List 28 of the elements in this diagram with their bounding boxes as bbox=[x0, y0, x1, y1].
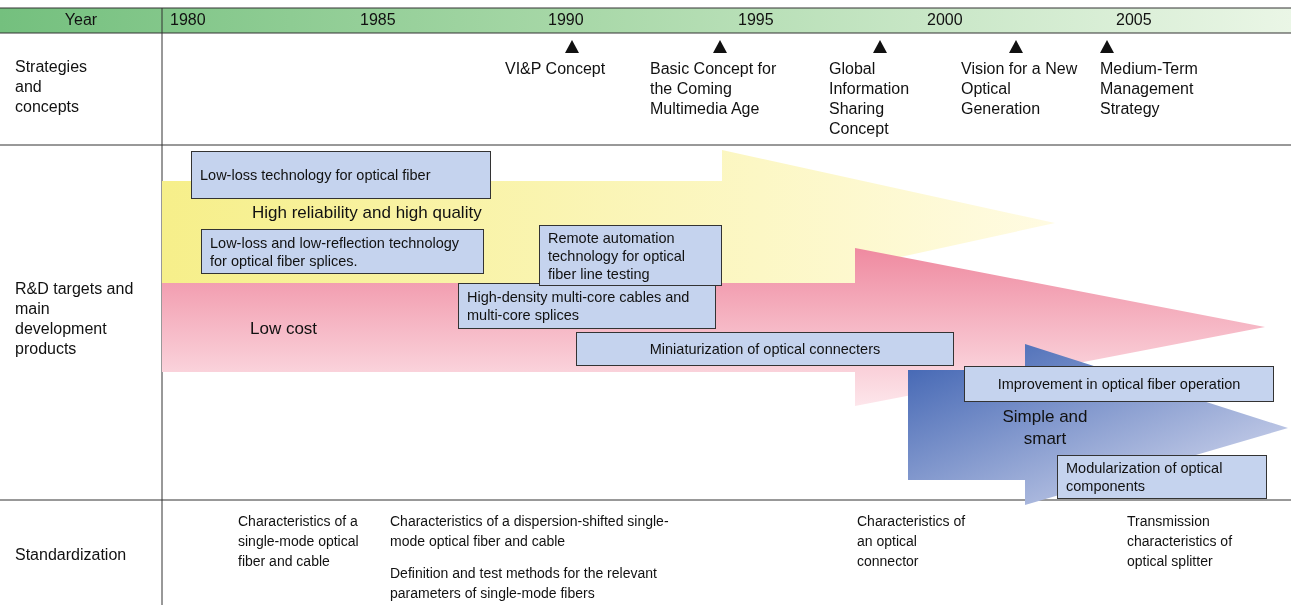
year-label: 1980 bbox=[170, 10, 207, 30]
product-box: High-density multi-core cables and multi-core splices bbox=[458, 283, 716, 329]
concept-label: Basic Concept for the Coming Multimedia Age bbox=[650, 59, 778, 119]
year-label: 1995 bbox=[738, 10, 775, 30]
product-box: Modularization of optical components bbox=[1057, 455, 1267, 499]
target-label: Simple and smart bbox=[1001, 406, 1089, 450]
concept-label: VI&P Concept bbox=[505, 59, 607, 79]
standard-label: Definition and test methods for the relevant parameters of single-mode fibers bbox=[390, 564, 658, 603]
product-box: Low-loss and low-reflection technology for optical fiber splices. bbox=[201, 229, 484, 274]
year-label: 2000 bbox=[927, 10, 964, 30]
target-label: Low cost bbox=[250, 318, 319, 340]
row-header: R&D targets and main development products bbox=[15, 279, 135, 359]
row-header: Strategies and concepts bbox=[15, 57, 89, 117]
standard-label: Characteristics of an optical connector bbox=[857, 512, 967, 571]
standard-label: Characteristics of a single-mode optical fiber and cable bbox=[238, 512, 360, 571]
product-box: Low-loss technology for optical fiber bbox=[191, 151, 491, 199]
standard-label: Characteristics of a dispersion-shifted single-mode optical fiber and cable bbox=[390, 512, 670, 551]
year-label: 2005 bbox=[1116, 10, 1153, 30]
concept-label: Vision for a New Optical Generation bbox=[961, 59, 1079, 119]
column-header: Year bbox=[63, 10, 99, 30]
product-box: Miniaturization of optical connecters bbox=[576, 332, 954, 366]
standard-label: Transmission characteristics of optical splitter bbox=[1127, 512, 1234, 571]
concept-label: Global Information Sharing Concept bbox=[829, 59, 911, 139]
year-label: 1990 bbox=[548, 10, 585, 30]
row-header: Standardization bbox=[15, 545, 128, 565]
year-label: 1985 bbox=[360, 10, 397, 30]
target-label: High reliability and high quality bbox=[252, 202, 483, 224]
concept-label: Medium-Term Management Strategy bbox=[1100, 59, 1199, 119]
